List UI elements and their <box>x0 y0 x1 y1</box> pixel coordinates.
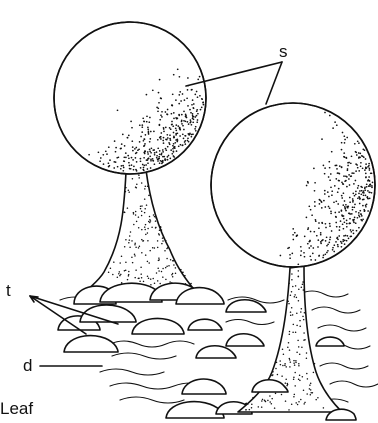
left-spore-head <box>54 22 206 174</box>
dome-cell <box>166 402 224 418</box>
leader-s-right <box>266 62 282 104</box>
surface-line <box>312 307 360 313</box>
surface-line <box>330 381 378 387</box>
right-spore-head <box>211 103 375 267</box>
dome-cell <box>80 305 136 322</box>
dome-cell <box>188 319 222 330</box>
surface-line <box>120 397 184 403</box>
dome-cell <box>64 336 118 352</box>
right-spore-sphere <box>211 103 375 267</box>
label-t: t <box>6 281 11 300</box>
dome-cell <box>316 337 344 346</box>
label-leaf: Leaf <box>0 399 33 418</box>
surface-line <box>110 341 194 347</box>
label-s: s <box>279 42 288 61</box>
surface-line <box>300 291 348 297</box>
surface-line <box>100 369 164 375</box>
left-stalk <box>86 170 196 292</box>
dome-cell <box>196 346 236 358</box>
dome-cell <box>182 379 226 394</box>
dome-cell <box>226 334 264 346</box>
surface-line <box>320 363 368 369</box>
label-d: d <box>23 356 32 375</box>
surface-line <box>112 353 176 359</box>
surface-line <box>318 325 366 331</box>
dome-cell <box>132 318 184 334</box>
surface-line <box>226 320 274 325</box>
